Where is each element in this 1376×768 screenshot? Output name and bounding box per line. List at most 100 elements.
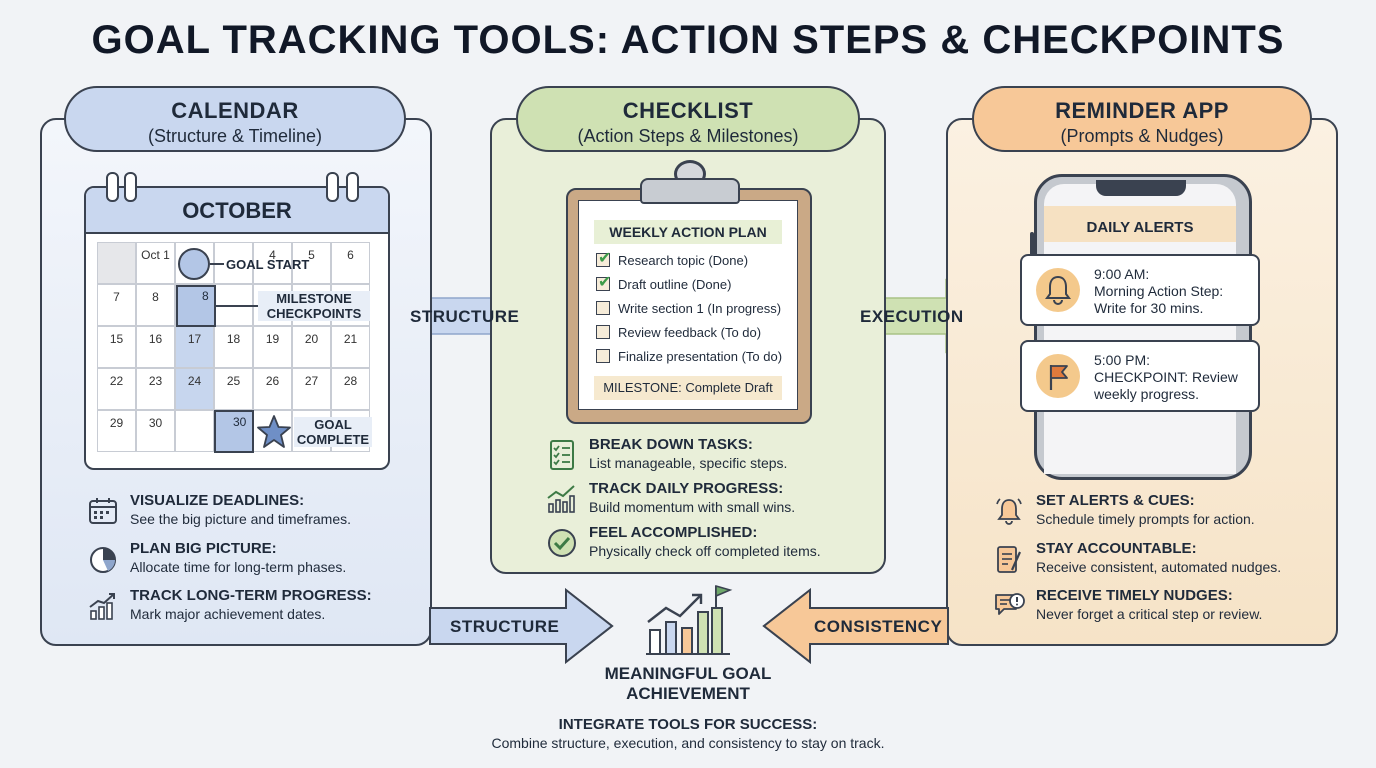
- calendar-day-cell[interactable]: 16: [136, 326, 175, 368]
- checklist-item[interactable]: Finalize presentation (To do): [596, 349, 782, 364]
- calendar-icon: [89, 498, 117, 524]
- feature-text: See the big picture and timeframes.: [130, 511, 352, 527]
- goal-complete-day-number: 30: [233, 415, 247, 429]
- feature-text: Physically check off completed items.: [589, 543, 821, 559]
- bar-chart-icon: [89, 593, 115, 620]
- checklist-item[interactable]: Review feedback (To do): [596, 325, 761, 340]
- chat-alert-icon: [995, 593, 1025, 615]
- checklist-item-label: Review feedback (To do): [618, 325, 762, 340]
- alert-line: Write for 30 mins.: [1094, 300, 1204, 316]
- alert-line: 5:00 PM:: [1094, 352, 1151, 368]
- calendar-day-cell[interactable]: 15: [97, 326, 136, 368]
- calendar-heading: CALENDAR: [171, 98, 299, 123]
- achievement-label: MEANINGFUL GOAL ACHIEVEMENT: [588, 664, 788, 704]
- checklist-item-label: Write section 1 (In progress): [618, 301, 782, 316]
- calendar-day-cell[interactable]: 7: [97, 284, 136, 326]
- feature-text: Mark major achievement dates.: [130, 606, 326, 622]
- phone-notch: [1096, 180, 1186, 196]
- calendar-day-cell[interactable]: 21: [331, 326, 370, 368]
- clipboard-clip-icon: [640, 178, 740, 204]
- consistency-arrow-overlay: [762, 587, 949, 665]
- calendar-day-cell[interactable]: 5: [292, 242, 331, 284]
- star-icon: [257, 415, 291, 448]
- checkbox-icon[interactable]: [596, 349, 610, 363]
- milestone-banner: MILESTONE: Complete Draft: [594, 376, 782, 400]
- calendar-day-cell[interactable]: 18: [214, 326, 253, 368]
- checklist-item-label: Finalize presentation (To do): [618, 349, 783, 364]
- calendar-day-cell[interactable]: 26: [253, 368, 292, 410]
- pie-chart-icon: [90, 547, 116, 573]
- calendar-day-cell[interactable]: 25: [214, 368, 253, 410]
- clipboard-pen-icon: [997, 546, 1022, 573]
- milestone-label: MILESTONE CHECKPOINTS: [258, 291, 370, 321]
- checkbox-icon[interactable]: [596, 301, 610, 315]
- feature-title: BREAK DOWN TASKS:: [589, 436, 753, 453]
- reminder-heading-pill: REMINDER APP (Prompts & Nudges): [972, 86, 1312, 152]
- alert-card-morning[interactable]: 9:00 AM: Morning Action Step: Write for …: [1020, 254, 1260, 326]
- weekly-plan-title: WEEKLY ACTION PLAN: [594, 220, 782, 244]
- feature-title: PLAN BIG PICTURE:: [130, 540, 277, 557]
- goal-start-label: GOAL START: [226, 257, 310, 272]
- calendar-day-cell[interactable]: [175, 410, 214, 452]
- calendar-day-cell[interactable]: 20: [292, 326, 331, 368]
- checklist-item[interactable]: Write section 1 (In progress): [596, 301, 781, 316]
- checklist-icon: [550, 440, 574, 470]
- footer-heading: INTEGRATE TOOLS FOR SUCCESS:: [558, 716, 818, 733]
- daily-alerts-title: DAILY ALERTS: [1044, 206, 1236, 242]
- checked-checkbox-icon[interactable]: ✔: [596, 274, 611, 291]
- alert-card-checkpoint[interactable]: 5:00 PM: CHECKPOINT: Review weekly progr…: [1020, 340, 1260, 412]
- feature-title: STAY ACCOUNTABLE:: [1036, 540, 1197, 557]
- feature-title: VISUALIZE DEADLINES:: [130, 492, 305, 509]
- calendar-day-cell[interactable]: 19: [253, 326, 292, 368]
- calendar-day-cell[interactable]: 24: [175, 368, 214, 410]
- checkmark-icon: ✔: [598, 250, 612, 267]
- phone-side-button: [1030, 232, 1034, 258]
- checklist-item[interactable]: ✔ Research topic (Done): [596, 250, 749, 268]
- alert-line: Morning Action Step:: [1094, 283, 1224, 299]
- goal-start-circle-icon: [178, 248, 210, 280]
- calendar-day-cell[interactable]: 22: [97, 368, 136, 410]
- feature-text: Allocate time for long-term phases.: [130, 559, 347, 575]
- calendar-day-cell[interactable]: Oct 1: [136, 242, 175, 284]
- calendar-day-cell[interactable]: 4: [253, 242, 292, 284]
- checklist-item-label: Research topic (Done): [618, 253, 749, 268]
- calendar-day-cell[interactable]: 6: [331, 242, 370, 284]
- milestone-day-highlight: [176, 285, 216, 327]
- goal-complete-line1: GOAL: [314, 417, 352, 432]
- alert-line: CHECKPOINT: Review: [1094, 369, 1238, 385]
- feature-title: TRACK LONG-TERM PROGRESS:: [130, 587, 372, 604]
- bell-icon: [1045, 275, 1071, 305]
- calendar-day-cell[interactable]: 27: [292, 368, 331, 410]
- calendar-subheading: (Structure & Timeline): [147, 126, 323, 146]
- calendar-day-cell[interactable]: 23: [136, 368, 175, 410]
- checklist-heading: CHECKLIST: [622, 98, 754, 123]
- feature-title: TRACK DAILY PROGRESS:: [589, 480, 784, 497]
- milestone-label-line2: CHECKPOINTS: [266, 306, 362, 321]
- flag-icon: [1049, 365, 1068, 390]
- checklist-heading-pill: CHECKLIST (Action Steps & Milestones): [516, 86, 860, 152]
- calendar-ring-icon: [346, 172, 359, 202]
- feature-text: Schedule timely prompts for action.: [1036, 511, 1255, 527]
- calendar-day-cell[interactable]: 8: [136, 284, 175, 326]
- feature-text: Build momentum with small wins.: [589, 499, 796, 515]
- goal-complete-line2: COMPLETE: [296, 432, 370, 447]
- calendar-ring-icon: [124, 172, 137, 202]
- calendar-day-cell[interactable]: 17: [175, 326, 214, 368]
- calendar-ring-icon: [106, 172, 119, 202]
- execution-arrow-label: EXECUTION: [860, 307, 964, 326]
- checkmark-icon: ✔: [598, 274, 612, 291]
- alert-line: 9:00 AM:: [1094, 266, 1150, 282]
- checked-checkbox-icon[interactable]: ✔: [596, 250, 611, 267]
- calendar-day-cell[interactable]: 29: [97, 410, 136, 452]
- goal-start-connector: [210, 263, 224, 265]
- growth-flag-icon: [646, 584, 733, 655]
- check-circle-icon: [548, 529, 576, 557]
- calendar-day-cell[interactable]: [97, 242, 136, 284]
- milestone-label-line1: MILESTONE: [276, 291, 352, 306]
- checklist-item[interactable]: ✔Draft outline (Done): [596, 274, 731, 292]
- checkbox-icon[interactable]: [596, 325, 610, 339]
- calendar-day-cell[interactable]: 30: [136, 410, 175, 452]
- calendar-day-cell[interactable]: 28: [331, 368, 370, 410]
- structure-arrow-bottom-label: STRUCTURE: [450, 617, 560, 636]
